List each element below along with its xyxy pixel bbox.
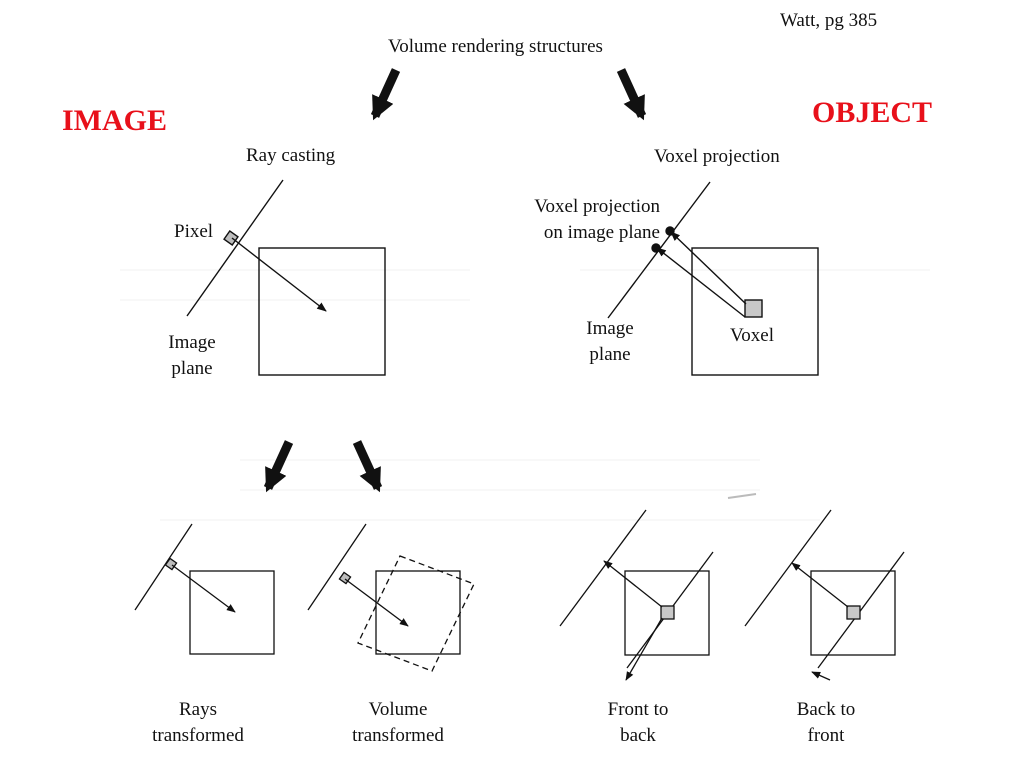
pixel-label: Pixel — [174, 221, 214, 242]
variant-front-to-back — [559, 509, 714, 681]
voxel-projection-title: Voxel projection — [654, 146, 780, 167]
voxel-projection-figure — [607, 181, 819, 376]
voxel-icon — [744, 299, 763, 318]
variant-back-to-front — [744, 509, 905, 681]
arrow-to-volume-transformed-icon — [352, 440, 383, 493]
volume-box — [258, 247, 386, 376]
object-category-label: OBJECT — [812, 96, 933, 129]
rotated-volume-box — [357, 555, 475, 672]
image-plane-line — [186, 179, 284, 317]
cast-ray — [231, 237, 327, 312]
diagram-title: Volume rendering structures — [388, 36, 603, 57]
citation: Watt, pg 385 — [780, 10, 878, 31]
voxel-icon-small-2 — [846, 605, 861, 620]
projection-ray-2 — [656, 247, 746, 318]
projection-dot-1 — [665, 226, 675, 236]
voxel-image-plane-label: Image plane — [586, 318, 634, 365]
top-arrows — [370, 68, 647, 121]
ray-casting-figure — [186, 179, 386, 376]
caption-front-to-back: Front to back — [607, 699, 669, 746]
image-category-label: IMAGE — [62, 104, 167, 137]
arrow-to-rays-transformed-icon — [263, 440, 294, 493]
middle-arrows — [263, 440, 383, 493]
caption-volume-transformed: Volume transformed — [352, 699, 444, 746]
scan-noise — [120, 269, 930, 521]
variant-rays-transformed — [134, 523, 275, 655]
arrow-to-object-icon — [616, 68, 647, 121]
projection-dot-2 — [651, 243, 661, 253]
variant-volume-transformed — [307, 523, 475, 672]
caption-rays-transformed: Rays transformed — [152, 699, 244, 746]
voxel-label: Voxel — [730, 325, 774, 346]
projection-ray-1 — [670, 231, 747, 305]
caption-back-to-front: Back to front — [796, 699, 856, 746]
projection-on-plane-label: Voxel projection on image plane — [534, 196, 660, 243]
voxel-icon-small — [660, 605, 675, 620]
ray-image-plane-label: Image plane — [168, 332, 216, 379]
arrow-to-image-icon — [370, 68, 401, 121]
volume-box-voxel — [691, 247, 819, 376]
ray-casting-title: Ray casting — [246, 145, 336, 166]
pixel-icon — [223, 230, 239, 246]
stray-mark — [727, 493, 757, 499]
